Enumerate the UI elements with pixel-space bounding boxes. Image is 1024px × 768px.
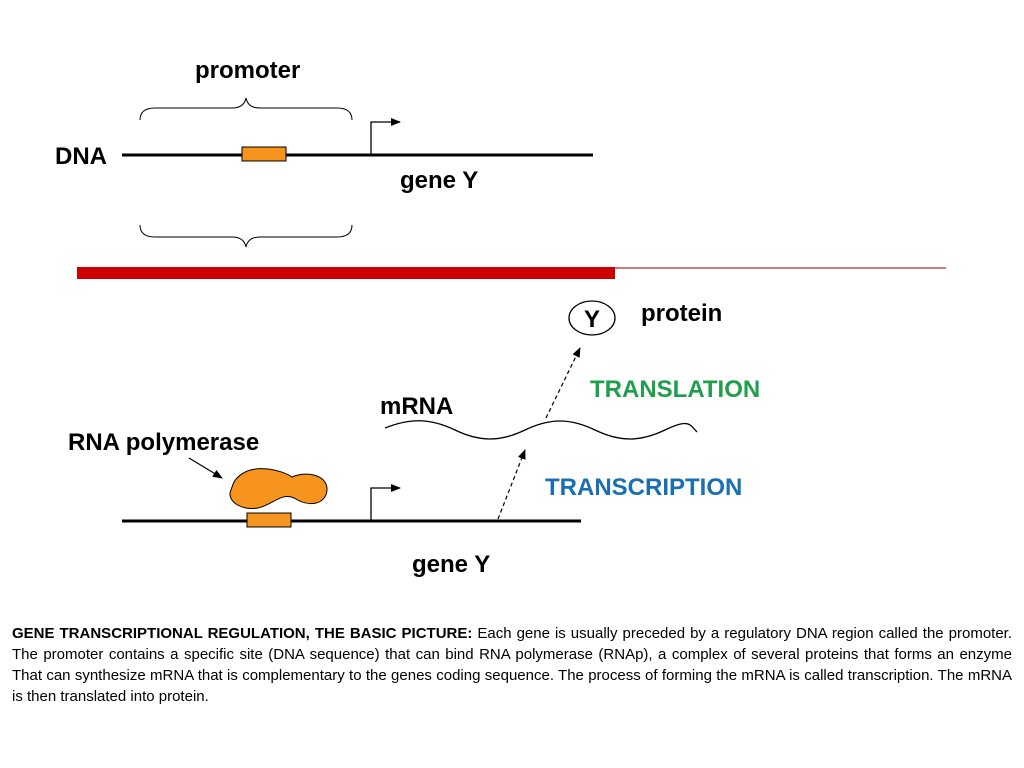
protein-y-circle [568, 300, 616, 336]
mrna-label: mRNA [380, 393, 453, 420]
promoter-box-bottom [246, 512, 292, 528]
promoter-brace-bottom [139, 224, 353, 248]
caption: GENE TRANSCRIPTIONAL REGULATION, THE BAS… [12, 623, 1012, 707]
divider-thick [77, 267, 615, 279]
translation-arrow [545, 347, 581, 419]
gene-y-label-bottom: gene Y [412, 551, 490, 578]
gene-y-label-top: gene Y [400, 167, 478, 194]
rna-polymerase-label: RNA polymerase [68, 429, 259, 456]
promoter-box-top [241, 146, 287, 162]
gene-regulation-diagram: promoter DNA gene Y Y protein TRANSLATIO… [55, 57, 946, 578]
rna-polymerase-pointer [188, 457, 223, 479]
transcription-start-arrow-top [370, 118, 401, 155]
protein-y-symbol: Y [584, 306, 600, 333]
dna-label: DNA [55, 143, 107, 170]
mrna-strand [384, 420, 698, 440]
transcription-start-arrow-bottom [370, 484, 401, 521]
protein-label: protein [641, 300, 722, 327]
translation-label: TRANSLATION [590, 376, 760, 403]
promoter-label: promoter [195, 57, 300, 84]
transcription-label: TRANSCRIPTION [545, 474, 742, 501]
promoter-brace-top [139, 97, 353, 121]
transcription-arrow [497, 449, 526, 520]
caption-heading: GENE TRANSCRIPTIONAL REGULATION, THE BAS… [12, 625, 473, 642]
caption-body: Each gene is usually preceded by a regul… [12, 625, 1013, 705]
rna-polymerase-shape [229, 468, 328, 509]
